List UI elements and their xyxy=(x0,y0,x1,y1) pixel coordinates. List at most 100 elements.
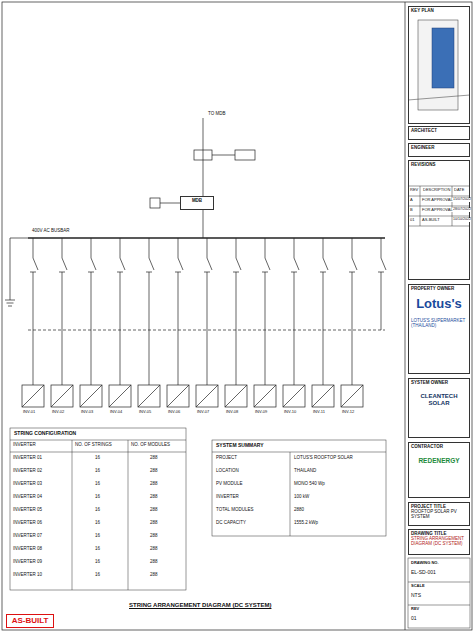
panel-text: Lotus's xyxy=(411,297,467,312)
table-cell: DESCRIPTION xyxy=(423,188,450,192)
title-block-panel: ARCHITECT xyxy=(408,126,470,140)
table-cell: INVERTER xyxy=(216,495,239,500)
inverter-label: INV-07 xyxy=(197,410,209,414)
table-cell: 1555.2 kWp xyxy=(294,521,318,526)
table-cell: 28/07/2022 xyxy=(453,208,471,212)
table-cell: AS-BUILT xyxy=(422,218,440,222)
table-cell: MONO 540 Wp xyxy=(294,482,325,487)
table-cell: NTS xyxy=(411,593,421,599)
panel-text: LOTUS'S SUPERMARKET (THAILAND) xyxy=(411,318,467,328)
panel-heading: CONTRACTOR xyxy=(411,444,467,449)
table-cell: DATE xyxy=(454,188,464,192)
table-cell: NO. OF MODULES xyxy=(131,443,170,448)
title-block-panel: KEY PLAN xyxy=(408,6,470,124)
panel-box: MDB xyxy=(180,196,214,210)
panel-heading: PROPERTY OWNER xyxy=(411,286,467,291)
table-cell: EL-SD-001 xyxy=(411,570,436,576)
table-cell: FOR APPROVAL xyxy=(422,208,453,212)
table-cell: 288 xyxy=(150,495,158,500)
table-cell: A xyxy=(410,198,413,202)
table-cell: REV xyxy=(410,188,418,192)
as-built-stamp: AS-BUILT xyxy=(6,614,54,628)
table-cell: INVERTER 02 xyxy=(13,469,42,474)
table-cell: 15/07/2022 xyxy=(453,198,471,202)
table-cell: INVERTER 01 xyxy=(13,456,42,461)
table-cell: 16 xyxy=(95,534,100,539)
inverter-label: INV-12 xyxy=(342,410,354,414)
table-cell: 288 xyxy=(150,547,158,552)
inverter-label: INV-04 xyxy=(110,410,122,414)
table-cell: 288 xyxy=(150,534,158,539)
panel-text: ROOFTOP SOLAR PV SYSTEM xyxy=(411,509,467,519)
title-block-panel: PROPERTY OWNER Lotus'sLOTUS'S SUPERMARKET… xyxy=(408,284,470,374)
table-cell: 01 xyxy=(411,616,417,622)
table-cell: 16 xyxy=(95,508,100,513)
table-cell: FOR APPROVAL xyxy=(422,198,453,202)
table-cell: 288 xyxy=(150,456,158,461)
table-cell: 288 xyxy=(150,573,158,578)
table-cell: STRING CONFIGURATION xyxy=(14,431,76,437)
table-cell: 16 xyxy=(95,495,100,500)
table-cell: B xyxy=(410,208,413,212)
table-cell: LOCATION xyxy=(216,469,239,474)
table-cell: PROJECT xyxy=(216,456,237,461)
panel-heading: SYSTEM OWNER xyxy=(411,380,467,385)
panel-heading: AS-BUILT xyxy=(9,616,51,625)
table-cell: 288 xyxy=(150,508,158,513)
table-cell: 16 xyxy=(95,573,100,578)
table-cell: 288 xyxy=(150,469,158,474)
table-cell: 10/10/2022 xyxy=(453,218,471,222)
table-cell: 288 xyxy=(150,560,158,565)
table-cell: INVERTER 03 xyxy=(13,482,42,487)
table-cell: 2880 xyxy=(294,508,304,513)
table-cell: 16 xyxy=(95,521,100,526)
table-cell: 16 xyxy=(95,469,100,474)
panel-heading: REVISIONS xyxy=(411,162,467,167)
inverter-label: INV-08 xyxy=(226,410,238,414)
inverter-label: INV-11 xyxy=(313,410,325,414)
panel-text: CLEANTECH SOLAR xyxy=(411,393,467,407)
title-block-panel: CONTRACTOR REDENERGY xyxy=(408,442,470,498)
table-cell: REV xyxy=(411,607,419,611)
table-cell: INVERTER 07 xyxy=(13,534,42,539)
inverter-label: INV-10 xyxy=(284,410,296,414)
panel-heading: DRAWING TITLE xyxy=(411,531,467,536)
inverter-label: INV-01 xyxy=(23,410,35,414)
panel-text: REDENERGY xyxy=(411,457,467,464)
table-cell: 288 xyxy=(150,521,158,526)
table-cell: DRAWING NO. xyxy=(411,561,439,565)
panel-heading: PROJECT TITLE xyxy=(411,504,467,509)
inverter-label: INV-06 xyxy=(168,410,180,414)
table-cell: SYSTEM SUMMARY xyxy=(216,443,264,449)
panel-text: STRING ARRANGEMENT DIAGRAM (DC SYSTEM) xyxy=(411,536,467,546)
title-block-panel: SYSTEM OWNER CLEANTECH SOLAR xyxy=(408,378,470,438)
panel-heading: ARCHITECT xyxy=(411,128,467,133)
table-cell: 16 xyxy=(95,482,100,487)
table-cell: 100 kW xyxy=(294,495,309,500)
table-cell: 16 xyxy=(95,547,100,552)
inverter-label: INV-09 xyxy=(255,410,267,414)
table-cell: INVERTER 08 xyxy=(13,547,42,552)
table-cell: DC CAPACITY xyxy=(216,521,246,526)
table-cell: PV MODULE xyxy=(216,482,243,487)
panel-heading: KEY PLAN xyxy=(411,8,467,13)
table-cell: INVERTER xyxy=(13,443,36,448)
table-cell: INVERTER 09 xyxy=(13,560,42,565)
table-cell: INVERTER 04 xyxy=(13,495,42,500)
inverter-label: INV-02 xyxy=(52,410,64,414)
table-cell: THAILAND xyxy=(294,469,316,474)
panel-heading: ENGINEER xyxy=(411,145,467,150)
table-cell: 16 xyxy=(95,560,100,565)
table-cell: 288 xyxy=(150,482,158,487)
table-cell: NO. OF STRINGS xyxy=(75,443,112,448)
wire-label: 400V AC BUSBAR xyxy=(32,229,70,234)
title-block-panel: DRAWING TITLESTRING ARRANGEMENT DIAGRAM … xyxy=(408,529,470,555)
table-cell: 16 xyxy=(95,456,100,461)
wire-label: TO MDB xyxy=(208,112,225,117)
table-cell: TOTAL MODULES xyxy=(216,508,253,513)
table-cell: INVERTER 10 xyxy=(13,573,42,578)
title-block-panel: ENGINEER xyxy=(408,143,470,157)
table-cell: 01 xyxy=(410,218,414,222)
table-cell: INVERTER 06 xyxy=(13,521,42,526)
